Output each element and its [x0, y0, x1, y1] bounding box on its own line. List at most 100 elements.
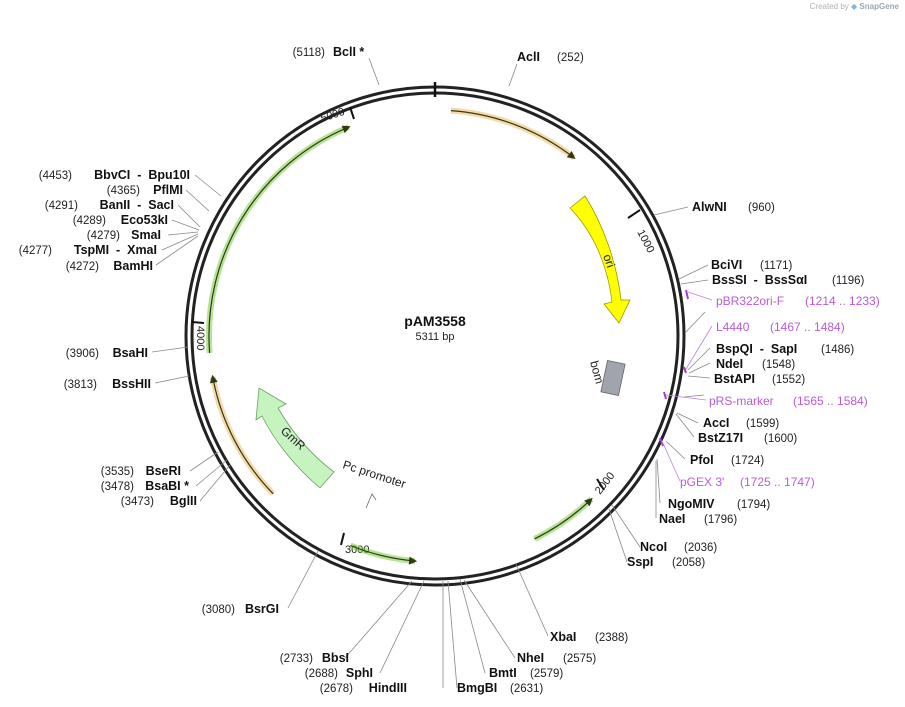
enzyme-alwni-pos: (960)	[748, 202, 775, 214]
enzyme-ndei-pos: (1548)	[762, 359, 795, 371]
enzyme-ngomiv[interactable]: NgoMIV	[668, 497, 715, 511]
enzyme-bsrgi[interactable]: BsrGI	[245, 602, 279, 616]
enzyme-bcli[interactable]: BclI *	[333, 45, 364, 59]
gmr-feature[interactable]	[255, 387, 335, 489]
enzyme-naei[interactable]: NaeI	[659, 512, 685, 526]
enzyme-nhei[interactable]: NheI	[517, 651, 544, 665]
enzyme-tspmi[interactable]: TspMI - XmaI	[74, 243, 157, 257]
enzyme-sphi-pos: (2688)	[305, 668, 338, 680]
enzyme-ndei[interactable]: NdeI	[716, 357, 743, 371]
primer-prs-marker[interactable]: pRS-marker	[709, 394, 774, 408]
enzyme-alwni[interactable]: AlwNI	[692, 200, 727, 214]
enzyme-bamhi[interactable]: BamHI	[113, 259, 153, 273]
credit-brand: SnapGene	[859, 2, 899, 11]
enzyme-bmti-pos: (2579)	[530, 668, 563, 680]
ori-feature[interactable]	[569, 195, 631, 324]
enzyme-bsssi-pos: (1196)	[832, 275, 865, 287]
enzyme-acci[interactable]: AccI	[703, 416, 729, 430]
enzyme-acci-pos: (1599)	[746, 418, 779, 430]
enzyme-bsahi[interactable]: BsaHI	[113, 346, 148, 360]
primer-pgex-3[interactable]: pGEX 3'	[680, 475, 724, 489]
bom-feature[interactable]	[600, 360, 626, 396]
enzyme-sspi-pos: (2058)	[672, 557, 705, 569]
arrow-green-lower-right-halo	[533, 497, 594, 542]
primer-marks	[659, 289, 689, 447]
enzyme-bsrgi-pos: (3080)	[202, 604, 235, 616]
enzyme-bstapi[interactable]: BstAPI	[714, 372, 755, 386]
enzyme-bglii[interactable]: BglII	[170, 494, 197, 508]
enzyme-bmgbi[interactable]: BmgBI	[457, 681, 497, 695]
enzyme-bspqi-pos: (1486)	[821, 344, 854, 356]
enzyme-bsabi-pos: (3478)	[101, 481, 134, 493]
leader-lines	[151, 57, 711, 689]
enzyme-xbai-pos: (2388)	[595, 632, 628, 644]
enzyme-bsssi[interactable]: BssSI - BssSαI	[712, 273, 807, 287]
enzyme-bstz17i[interactable]: BstZ17I	[698, 431, 743, 445]
credit-prefix: Created by	[809, 2, 849, 11]
enzyme-pflmi[interactable]: PflMI	[153, 183, 183, 197]
enzyme-naei-pos: (1796)	[704, 514, 737, 526]
enzyme-smai[interactable]: SmaI	[131, 228, 161, 242]
enzyme-xbai[interactable]: XbaI	[550, 630, 576, 644]
enzyme-pfoi-pos: (1724)	[731, 455, 764, 467]
tick-label-2000: 2000	[593, 470, 618, 497]
arrow-green-lower-right-arrowhead-icon	[584, 497, 593, 507]
enzyme-bsabi[interactable]: BsaBI *	[145, 479, 189, 493]
primer-pgex-3-range: (1725 .. 1747)	[740, 475, 815, 489]
arrow-green-left[interactable]	[208, 126, 349, 353]
enzyme-bcli-pos: (5118)	[293, 47, 326, 59]
enzyme-acli[interactable]: AclI	[517, 50, 540, 64]
bom-label: bom	[587, 359, 607, 385]
enzyme-bmti[interactable]: BmtI	[489, 666, 517, 680]
plasmid-name: pAM3558	[404, 313, 466, 329]
enzyme-bcivi[interactable]: BciVI	[711, 258, 742, 272]
tick-marks	[191, 106, 641, 546]
ori-label: ori	[600, 252, 618, 269]
enzyme-ncoi-pos: (2036)	[684, 542, 717, 554]
enzyme-pfoi[interactable]: PfoI	[690, 453, 714, 467]
enzyme-bbsi[interactable]: BbsI	[322, 651, 349, 665]
arrow-orange-top-arrowhead-icon	[566, 151, 576, 159]
enzyme-bbvci[interactable]: BbvCI - Bpu10I	[94, 168, 190, 182]
enzyme-smai-pos: (4279)	[87, 230, 120, 242]
enzyme-bbsi-pos: (2733)	[280, 653, 313, 665]
primer-l4440[interactable]: L4440	[716, 320, 750, 334]
enzyme-sspi[interactable]: SspI	[627, 555, 653, 569]
enzyme-bstz17i-pos: (1600)	[764, 433, 797, 445]
arrow-orange-lower-left[interactable]	[212, 376, 274, 495]
enzyme-bmgbi-pos: (2631)	[510, 683, 543, 695]
enzyme-banii-pos: (4291)	[45, 200, 78, 212]
enzyme-sphi[interactable]: SphI	[346, 666, 373, 680]
enzyme-pflmi-pos: (4365)	[107, 185, 140, 197]
enzyme-bamhi-pos: (4272)	[66, 261, 99, 273]
enzyme-bseri-pos: (3535)	[101, 466, 134, 478]
enzyme-banii[interactable]: BanII - SacI	[100, 198, 174, 212]
snapgene-credit: Created by ◆ SnapGene	[810, 2, 899, 11]
enzyme-bglii-pos: (3473)	[121, 496, 154, 508]
enzyme-bspqi[interactable]: BspQI - SapI	[716, 342, 797, 356]
primer-pbr322ori-f[interactable]: pBR322ori-F	[716, 294, 784, 308]
enzyme-bsshii[interactable]: BssHII	[112, 377, 151, 391]
enzyme-ncoi[interactable]: NcoI	[640, 540, 667, 554]
enzyme-bsshii-pos: (3813)	[64, 379, 97, 391]
primer-leaders	[661, 291, 713, 482]
primer-pbr322ori-f-range: (1214 .. 1233)	[805, 294, 880, 308]
enzyme-bcivi-pos: (1171)	[760, 260, 793, 272]
enzyme-bsahi-pos: (3906)	[66, 348, 99, 360]
feature-arrows	[206, 107, 594, 565]
enzyme-bbvci-pos: (4453)	[39, 170, 72, 182]
plasmid-length: 5311 bp	[416, 331, 455, 343]
arrow-orange-top[interactable]	[450, 110, 575, 159]
enzyme-ngomiv-pos: (1794)	[737, 499, 770, 511]
enzyme-bstapi-pos: (1552)	[772, 374, 805, 386]
enzyme-hindiii[interactable]: HindIII	[369, 681, 407, 695]
arrow-green-left-arrowhead-icon	[341, 125, 351, 134]
enzyme-bseri[interactable]: BseRI	[146, 464, 181, 478]
snapgene-logo-icon: ◆	[851, 2, 858, 11]
primer-l4440-range: (1467 .. 1484)	[770, 320, 845, 334]
enzyme-eco53ki[interactable]: Eco53kI	[121, 213, 168, 227]
enzyme-tspmi-pos: (4277)	[19, 245, 52, 257]
arrow-orange-lower-left-arrowhead-icon	[209, 374, 218, 384]
promoter-arrow-icon	[365, 493, 377, 509]
